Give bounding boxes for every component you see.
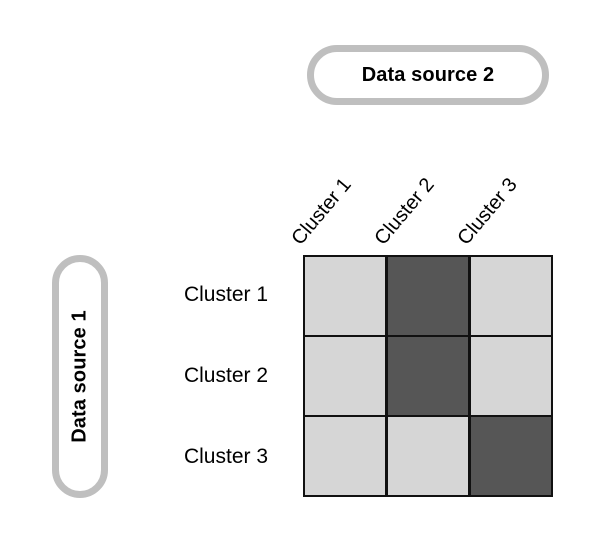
data-source-1-label: Data source 1 <box>68 310 91 443</box>
column-header-cluster-3: Cluster 3 <box>453 173 522 250</box>
row-label-cluster-2: Cluster 2 <box>183 364 268 387</box>
row-label-group: Cluster 1 Cluster 2 Cluster 3 <box>120 255 292 497</box>
matrix-cell-r2-c2 <box>387 337 469 415</box>
matrix-cell-r1-c2 <box>387 257 469 335</box>
data-source-1-capsule: Data source 1 <box>52 255 108 498</box>
cluster-agreement-matrix <box>303 255 553 497</box>
matrix-cell-r3-c1 <box>305 417 386 495</box>
column-header-group: Cluster 1 Cluster 2 Cluster 3 <box>287 130 553 250</box>
row-label-cluster-1: Cluster 1 <box>183 283 268 307</box>
matrix-cell-r3-c2 <box>387 417 469 495</box>
row-label-cluster-3: Cluster 3 <box>183 444 268 468</box>
matrix-cell-r1-c3 <box>470 257 551 335</box>
matrix-cell-r1-c1 <box>305 257 386 335</box>
data-source-2-capsule: Data source 2 <box>307 45 549 105</box>
column-header-cluster-2: Cluster 2 <box>370 173 439 250</box>
column-header-cluster-1: Cluster 1 <box>287 173 356 250</box>
matrix-cell-r2-c3 <box>470 337 551 415</box>
data-source-2-label: Data source 2 <box>361 63 495 86</box>
matrix-cell-r2-c1 <box>305 337 386 415</box>
matrix-cell-r3-c3 <box>470 417 551 495</box>
